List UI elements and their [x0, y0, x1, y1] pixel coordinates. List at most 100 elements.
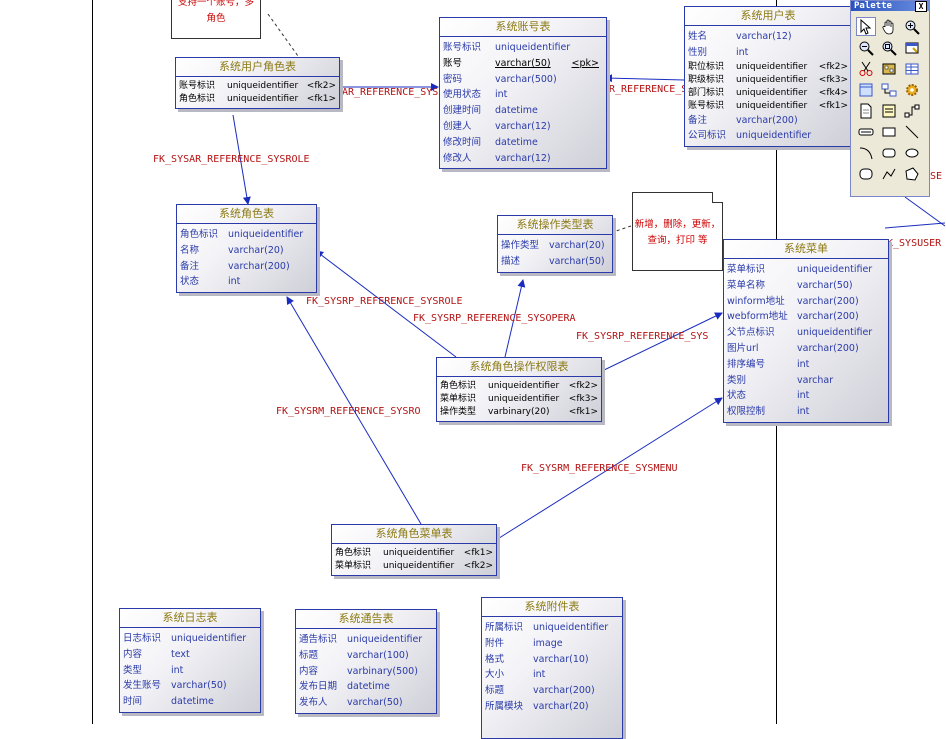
rounded-rectangle-tool[interactable] — [879, 143, 899, 162]
relation-label[interactable]: AR_REFERENCE_SYS — [342, 87, 439, 98]
table-title[interactable]: 系统角色表 — [177, 205, 316, 224]
rectangle-tool[interactable] — [879, 122, 899, 141]
properties-tool[interactable] — [902, 38, 922, 57]
palette-title-bar[interactable]: Palette X — [851, 1, 929, 12]
title-tool[interactable] — [856, 122, 876, 141]
relation-label[interactable]: R_REFERENCE_S — [609, 84, 688, 95]
relation-label[interactable]: FK_SYSRP_REFERENCE_SYSROLE — [306, 296, 463, 307]
note-tool[interactable] — [879, 101, 899, 120]
table-title[interactable]: 系统角色操作权限表 — [437, 358, 601, 377]
link-tool[interactable] — [902, 101, 922, 120]
ellipse-tool[interactable] — [902, 143, 922, 162]
note-operation-types[interactable]: 新增，删除，更新， 查询，打印 等 — [632, 192, 723, 271]
relation-label[interactable]: FK_SYSRP_REFERENCE_SYS — [576, 331, 709, 342]
pointer-tool[interactable] — [856, 17, 876, 36]
table-title[interactable]: 系统用户角色表 — [176, 58, 339, 77]
relation-label[interactable]: FK_SYSRM_REFERENCE_SYSMENU — [521, 463, 678, 474]
table-title[interactable]: 系统操作类型表 — [498, 216, 612, 235]
relation-label[interactable]: FK_SYSRP_REFERENCE_SYSOPERA — [413, 313, 576, 324]
table-title[interactable]: 系统通告表 — [296, 610, 436, 629]
arc-tool[interactable] — [856, 143, 876, 162]
note-multi-role[interactable]: 支持一个账号，多 角色 — [171, 0, 261, 39]
table-title[interactable]: 系统附件表 — [482, 598, 622, 617]
hand-tool[interactable] — [879, 17, 899, 36]
rounded-box-tool[interactable] — [856, 164, 876, 183]
table-title[interactable]: 系统用户表 — [685, 7, 851, 26]
polygon-tool[interactable] — [902, 164, 922, 183]
line-tool[interactable] — [902, 122, 922, 141]
relation-label[interactable]: SE — [930, 171, 943, 182]
package-tool[interactable] — [879, 59, 899, 78]
palette-window[interactable]: Palette X — [850, 0, 930, 197]
zoom-out-tool[interactable] — [856, 38, 876, 57]
zoom-fit-tool[interactable] — [879, 38, 899, 57]
relation-label[interactable]: FK_SYSAR_REFERENCE_SYSROLE — [153, 154, 310, 165]
palette-close-button[interactable]: X — [915, 1, 927, 12]
table-tool[interactable] — [902, 59, 922, 78]
relation-label[interactable]: K_SYSUSER — [887, 238, 942, 249]
view-tool[interactable] — [856, 80, 876, 99]
